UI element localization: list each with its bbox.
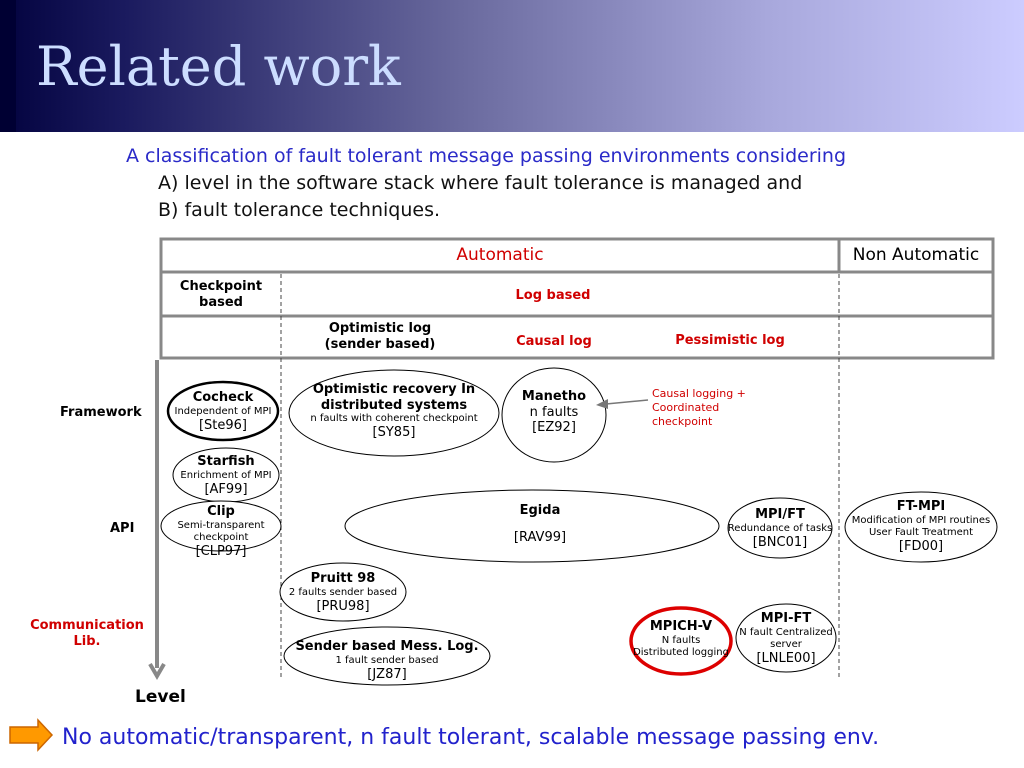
optimistic-recovery-ref: [SY85]: [372, 425, 416, 441]
node-clip: Clip Semi-transparent checkpoint [CLP97]: [158, 504, 284, 559]
causal-log-label: Causal log: [516, 334, 592, 349]
clip-ellipse: [160, 500, 282, 552]
ft-mpi-ref: [FD00]: [898, 538, 944, 554]
mpi-ft-bnc-name: MPI/FT: [755, 507, 805, 522]
ft-mpi-ellipse: [844, 491, 998, 563]
node-sender-based: Sender based Mess. Log. 1 fault sender b…: [284, 639, 490, 682]
node-mpi-ft-bnc: MPI/FT Redundance of tasks [BNC01]: [726, 507, 834, 550]
cocheck-desc: Independent of MPI: [174, 405, 272, 417]
starfish-ref: [AF99]: [204, 481, 248, 497]
log-based-label: Log based: [515, 288, 591, 303]
starfish-name: Starfish: [197, 454, 255, 469]
cocheck-ellipse: [166, 380, 280, 442]
node-egida: Egida [RAV99]: [480, 503, 600, 545]
mpi-ft-bnc-ellipse: [727, 497, 833, 559]
optimistic-recovery-name: Optimistic recovery In distributed syste…: [312, 382, 476, 413]
optimistic-log-label: Optimistic log (sender based): [324, 321, 436, 352]
mpich-v-ellipse: [629, 606, 733, 676]
header-automatic: Automatic: [456, 245, 544, 265]
level-api: API: [110, 521, 135, 536]
slide-title: Related work: [36, 35, 401, 98]
clip-desc: Semi-transparent checkpoint: [177, 519, 265, 543]
header-non-automatic: Non Automatic: [852, 245, 980, 265]
mpi-ft-bnc-ref: [BNC01]: [752, 534, 808, 550]
mpi-ft-lnle-ref: [LNLE00]: [756, 650, 816, 666]
mpi-ft-lnle-ellipse: [735, 603, 837, 673]
annotation-arrow-head: [596, 399, 608, 409]
ft-mpi-name: FT-MPI: [896, 499, 946, 514]
optimistic-recovery-ellipse: [288, 369, 500, 457]
mpich-v-name: MPICH-V: [649, 619, 713, 634]
node-mpi-ft-lnle: MPI-FT N fault Centralized server [LNLE0…: [737, 611, 835, 666]
node-pruitt: Pruitt 98 2 faults sender based [PRU98]: [282, 571, 404, 614]
pruitt-name: Pruitt 98: [310, 571, 376, 586]
intro-line-2: A) level in the software stack where fau…: [158, 172, 803, 194]
clip-ref: [CLP97]: [195, 543, 247, 559]
manetho-ellipse: [501, 367, 607, 463]
checkpoint-based-label: Checkpoint based: [179, 279, 263, 310]
manetho-name: Manetho: [521, 389, 587, 404]
level-communication-lib: Communication Lib.: [30, 618, 144, 650]
node-manetho: Manetho n faults [EZ92]: [506, 389, 602, 436]
ft-mpi-desc: Modification of MPI routines User Fault …: [851, 514, 991, 538]
annotation-arrow-line: [605, 399, 649, 405]
intro-text: A classification of fault tolerant messa…: [126, 143, 846, 224]
pruitt-ref: [PRU98]: [316, 598, 370, 614]
pruitt-ellipse: [279, 562, 407, 622]
header-accent-bar: [0, 0, 16, 132]
mpich-v-desc: N faults Distributed logging: [633, 634, 729, 658]
sender-based-ellipse: [283, 626, 491, 686]
level-axis-label: Level: [135, 687, 186, 707]
pessimistic-log-label: Pessimistic log: [675, 333, 785, 348]
intro-line-1: A classification of fault tolerant messa…: [126, 145, 847, 167]
intro-line-3: B) fault tolerance techniques.: [158, 199, 441, 221]
sender-based-name: Sender based Mess. Log.: [295, 639, 479, 654]
level-framework: Framework: [60, 405, 142, 420]
starfish-desc: Enrichment of MPI: [180, 469, 272, 481]
egida-name: Egida: [519, 503, 561, 518]
egida-ellipse: [344, 489, 720, 563]
cocheck-ref: [Ste96]: [198, 417, 248, 433]
footer-conclusion: No automatic/transparent, n fault tolera…: [62, 725, 880, 750]
causal-coordinated-annotation: Causal logging + Coordinated checkpoint: [652, 387, 746, 428]
sender-based-ref: [JZ87]: [367, 666, 407, 682]
node-ft-mpi: FT-MPI Modification of MPI routines User…: [848, 499, 994, 554]
mpi-ft-lnle-name: MPI-FT: [760, 611, 812, 626]
level-axis-arrowhead: [148, 662, 166, 680]
slide-header: Related work: [0, 0, 1024, 132]
cocheck-name: Cocheck: [192, 390, 254, 405]
sender-based-desc: 1 fault sender based: [335, 654, 439, 666]
mpi-ft-bnc-desc: Redundance of tasks: [727, 522, 833, 534]
mpi-ft-lnle-desc: N fault Centralized server: [739, 626, 833, 650]
node-cocheck: Cocheck Independent of MPI [Ste96]: [160, 390, 286, 433]
optimistic-recovery-desc: n faults with coherent checkpoint: [310, 413, 478, 425]
egida-ref: [RAV99]: [513, 529, 567, 545]
footer-arrow-icon: [9, 718, 54, 752]
pruitt-desc: 2 faults sender based: [288, 586, 398, 598]
node-starfish: Starfish Enrichment of MPI [AF99]: [175, 454, 277, 497]
manetho-desc: n faults: [529, 404, 579, 420]
clip-name: Clip: [207, 504, 235, 519]
table-border: [159, 237, 995, 360]
node-optimistic-recovery: Optimistic recovery In distributed syste…: [294, 382, 494, 441]
node-mpich-v: MPICH-V N faults Distributed logging: [633, 619, 729, 659]
manetho-ref: [EZ92]: [532, 420, 576, 436]
